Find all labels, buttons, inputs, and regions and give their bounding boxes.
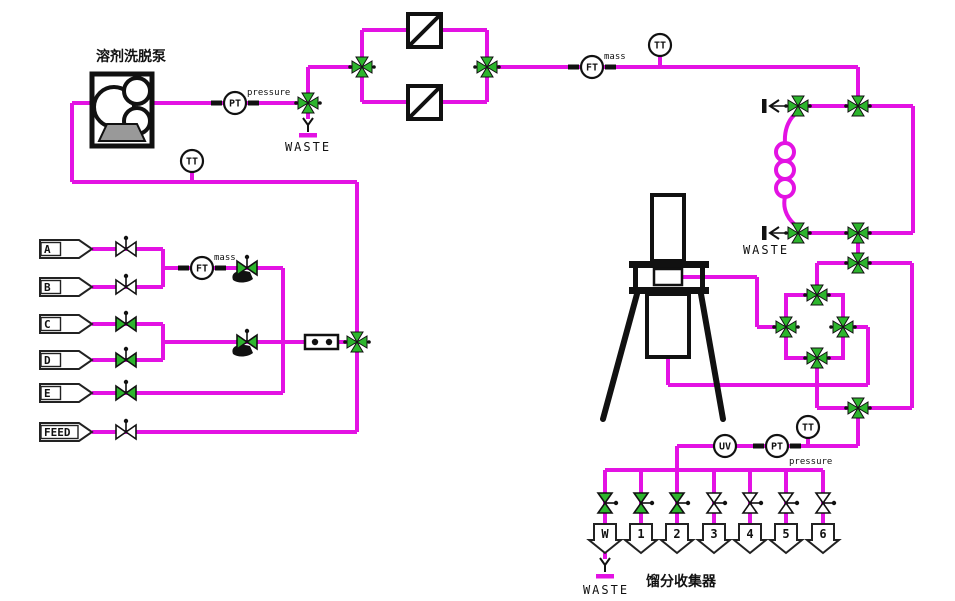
instrument-tag: UV (719, 442, 731, 453)
input-valve-e[interactable] (115, 379, 137, 402)
instrument-sublabel: pressure (247, 88, 290, 98)
filter-top[interactable] (406, 12, 443, 49)
filter-bottom[interactable] (406, 84, 443, 121)
filter-inlet-valve[interactable] (348, 56, 376, 78)
svg-text:2: 2 (673, 527, 680, 541)
collector-pressure-transmitter[interactable]: PT pressure (753, 433, 832, 467)
fraction-valve-3[interactable] (705, 492, 728, 514)
instrument-sublabel: mass (604, 52, 626, 62)
diamond-right-valve[interactable] (829, 316, 857, 338)
column-body (645, 292, 691, 359)
collector-title: 馏分收集器 (645, 573, 717, 590)
svg-text:W: W (601, 527, 609, 541)
fraction-arrow-4: 4 (731, 523, 769, 555)
waste-label-loop: WASTE (743, 243, 789, 257)
check-valve-cd[interactable] (232, 328, 258, 357)
svg-text:A: A (44, 243, 51, 256)
fraction-valve-w[interactable] (596, 492, 619, 514)
pump-pressure-transmitter[interactable]: PT pressure (211, 88, 290, 116)
inline-mixer[interactable] (303, 333, 340, 351)
fraction-arrow-1: 1 (622, 523, 660, 555)
instrument-tag: TT (654, 41, 666, 52)
instrument-tag: PT (771, 442, 783, 453)
input-arrow-c: C (39, 314, 94, 334)
waste-outlet-collector (596, 557, 614, 579)
svg-text:D: D (44, 354, 51, 367)
svg-text:5: 5 (782, 527, 789, 541)
svg-text:4: 4 (746, 527, 753, 541)
fraction-valve-6[interactable] (814, 492, 837, 514)
fraction-arrow-5: 5 (767, 523, 805, 555)
input-valve-a[interactable] (115, 235, 137, 258)
chromatography-column[interactable] (600, 193, 726, 422)
fraction-valve-1[interactable] (632, 492, 655, 514)
instrument-sublabel: mass (214, 253, 236, 263)
svg-text:E: E (44, 387, 51, 400)
process-piping (70, 28, 915, 559)
column-select-top-valve[interactable] (844, 252, 872, 274)
column-head (652, 267, 684, 287)
injection-port-top[interactable] (762, 99, 786, 113)
svg-text:FEED: FEED (44, 426, 71, 439)
mixer-valve[interactable] (343, 331, 371, 353)
fraction-arrow-6: 6 (804, 523, 842, 555)
diamond-top-valve[interactable] (803, 284, 831, 306)
instrument-tag: TT (186, 157, 198, 168)
input-valve-c[interactable] (115, 310, 137, 333)
input-arrow-b: B (39, 277, 94, 297)
waste-label-collector: WASTE (583, 583, 629, 597)
svg-text:1: 1 (637, 527, 644, 541)
column-bottom-plate (629, 287, 709, 294)
column-piston (650, 193, 686, 263)
injection-port-bottom[interactable] (762, 226, 786, 240)
input-arrow-a: A (39, 239, 94, 259)
fraction-arrow-w: W (586, 523, 624, 555)
svg-text:C: C (44, 318, 51, 331)
input-arrow-d: D (39, 350, 94, 370)
svg-text:B: B (44, 281, 51, 294)
fraction-arrow-3: 3 (695, 523, 733, 555)
instrument-tag: TT (802, 423, 814, 434)
instrument-sublabel: pressure (789, 457, 832, 467)
pump-title: 溶剂洗脱泵 (96, 48, 166, 65)
injection-top-right-valve[interactable] (844, 95, 872, 117)
tripod-leg-right (698, 291, 726, 422)
input-valve-d[interactable] (115, 346, 137, 369)
column-select-bottom-valve[interactable] (844, 397, 872, 419)
svg-text:6: 6 (819, 527, 826, 541)
sample-loop-coil (774, 141, 796, 199)
temp-transmitter-top[interactable]: TT (647, 32, 673, 67)
diamond-left-valve[interactable] (772, 316, 800, 338)
fraction-valve-4[interactable] (741, 492, 764, 514)
injection-bottom-right-valve[interactable] (844, 222, 872, 244)
solvent-pump[interactable] (89, 71, 155, 149)
injection-top-left-valve[interactable] (784, 95, 812, 117)
input-valve-b[interactable] (115, 273, 137, 296)
tripod-leg-left (600, 291, 640, 422)
collector-temp-transmitter[interactable]: TT (795, 414, 821, 446)
mass-flow-transmitter-top[interactable]: FT mass (568, 52, 626, 80)
diamond-bottom-valve[interactable] (803, 347, 831, 369)
fraction-valve-5[interactable] (777, 492, 800, 514)
waste-label-pump: WASTE (285, 140, 331, 154)
filter-outlet-valve[interactable] (473, 56, 501, 78)
fraction-valve-2[interactable] (668, 492, 691, 514)
svg-text:3: 3 (710, 527, 717, 541)
pump-waste-valve[interactable] (294, 92, 322, 114)
instrument-tag: FT (586, 63, 598, 74)
injection-bottom-left-valve[interactable] (784, 222, 812, 244)
input-arrow-feed: FEED (39, 422, 94, 442)
fraction-arrow-2: 2 (658, 523, 696, 555)
instrument-tag: FT (196, 264, 208, 275)
check-valve-ab[interactable] (232, 254, 258, 283)
input-arrow-e: E (39, 383, 94, 403)
uv-detector[interactable]: UV (712, 433, 738, 459)
column-top-plate (629, 261, 709, 268)
pump-inlet-temp-transmitter[interactable]: TT (179, 148, 205, 182)
mass-flow-transmitter-ab[interactable]: FT mass (178, 253, 236, 281)
pump-pedestal (97, 123, 147, 142)
waste-outlet-pump (299, 117, 317, 138)
instrument-tag: PT (229, 99, 241, 110)
input-valve-feed[interactable] (115, 418, 137, 441)
